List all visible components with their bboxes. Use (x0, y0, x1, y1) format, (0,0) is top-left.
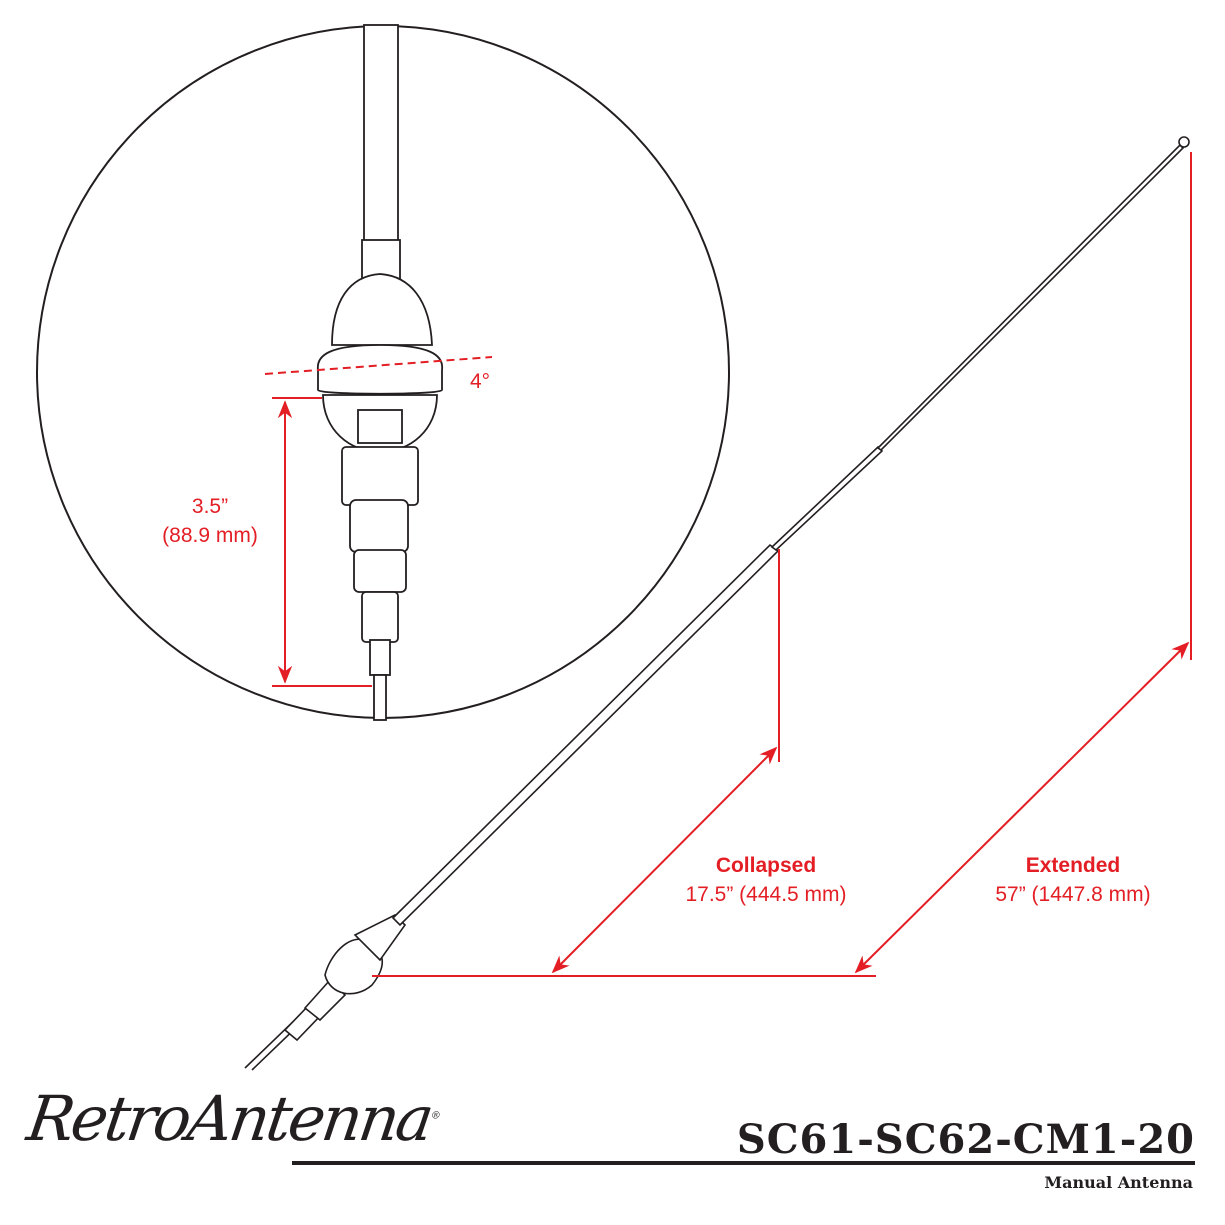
title-rule (292, 1161, 1195, 1165)
detail-callout (36, 24, 730, 721)
dimension-lines (372, 152, 1192, 977)
collapsed-dimension-arrow (551, 746, 778, 974)
collapsed-label: Collapsed 17.5” (444.5 mm) (656, 851, 876, 909)
logo-text: RetroAntenna (22, 1082, 436, 1155)
extended-value: 57” (1447.8 mm) (995, 883, 1151, 906)
angle-reference-line (264, 356, 493, 375)
antenna-drawing (244, 136, 1190, 1071)
extended-label: Extended 57” (1447.8 mm) (963, 851, 1183, 909)
height-label: 3.5” (88.9 mm) (140, 492, 280, 550)
angle-label: 4° (470, 370, 491, 393)
extended-title: Extended (1025, 854, 1121, 877)
height-inches: 3.5” (191, 495, 229, 518)
retro-antenna-logo: RetroAntenna® (23, 1082, 446, 1155)
registered-mark: ® (429, 1110, 442, 1122)
product-type: Manual Antenna (1044, 1173, 1193, 1192)
collapsed-title: Collapsed (715, 854, 817, 877)
extended-dimension-arrow (854, 641, 1190, 974)
height-mm: (88.9 mm) (162, 524, 258, 547)
collapsed-value: 17.5” (444.5 mm) (685, 883, 847, 906)
mount-detail-drawing (317, 24, 443, 721)
model-number: SC61-SC62-CM1-20 (736, 1116, 1195, 1163)
